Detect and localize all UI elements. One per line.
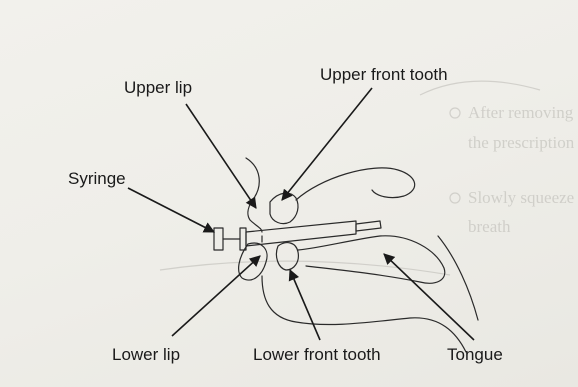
- arrow-tongue: [384, 254, 474, 340]
- arrow-upper-front-tooth: [282, 88, 372, 200]
- arrow-lower-lip: [172, 256, 260, 336]
- arrow-upper-lip: [186, 104, 256, 208]
- svg-text:the prescription: the prescription: [468, 133, 575, 152]
- lower-front-tooth-shape: [276, 243, 298, 270]
- label-syringe: Syringe: [68, 170, 126, 187]
- svg-text:After removing: After removing: [468, 103, 574, 122]
- arrow-lower-front-tooth: [290, 270, 320, 340]
- tongue-shape: [298, 236, 445, 283]
- cheek-line: [438, 236, 478, 320]
- label-tongue: Tongue: [447, 346, 503, 363]
- upper-lip-shape: [246, 158, 262, 232]
- leader-arrows: [128, 88, 474, 340]
- label-lower-lip: Lower lip: [112, 346, 180, 363]
- svg-text:Slowly squeeze: Slowly squeeze: [468, 188, 574, 207]
- palate-curve: [296, 168, 415, 200]
- label-upper-lip: Upper lip: [124, 79, 192, 96]
- syringe-shape: [214, 221, 381, 250]
- arrow-syringe: [128, 188, 214, 232]
- label-lower-front-tooth: Lower front tooth: [253, 346, 381, 363]
- mouth-outline: [239, 158, 478, 352]
- label-upper-front-tooth: Upper front tooth: [320, 66, 448, 83]
- bleed-through-background: After removing the prescription Slowly s…: [160, 81, 575, 275]
- svg-text:breath: breath: [468, 217, 511, 236]
- jaw-line: [262, 276, 466, 352]
